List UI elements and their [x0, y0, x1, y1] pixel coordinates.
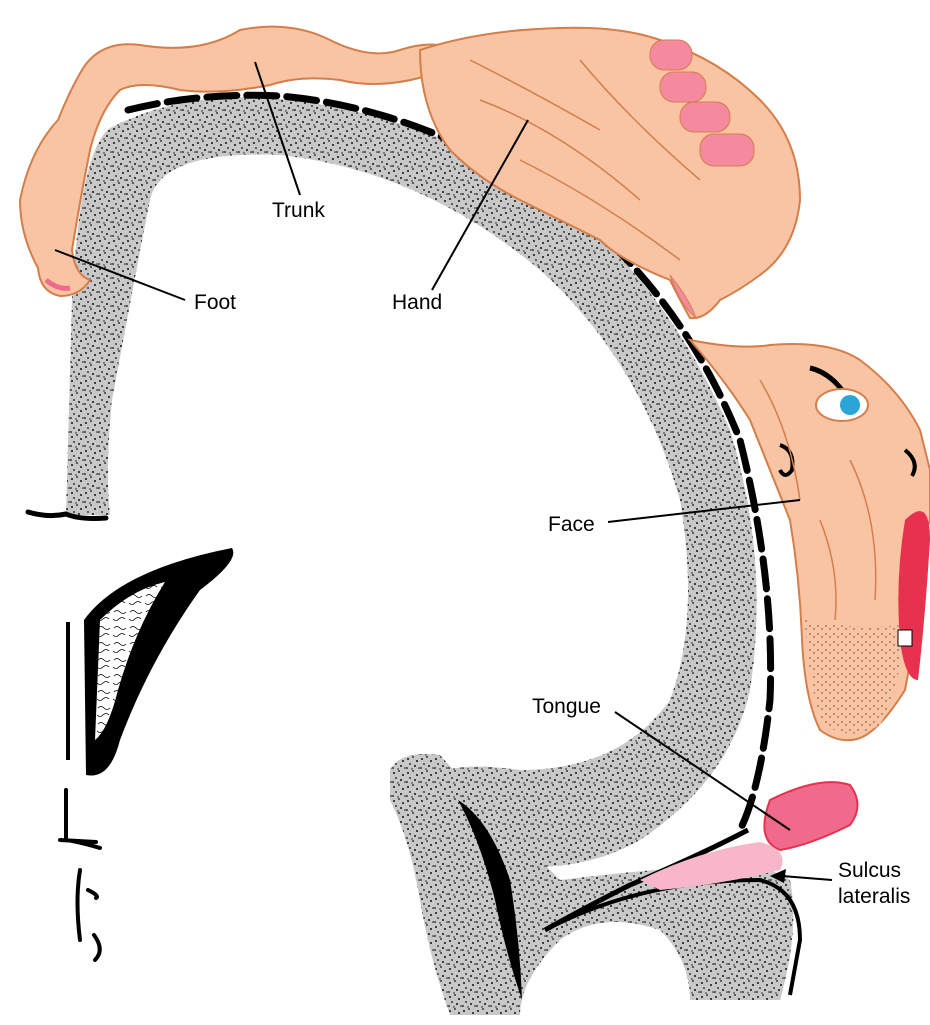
- tooth: [898, 630, 912, 646]
- label-face: Face: [548, 514, 595, 535]
- label-sulcus-line2: lateralis: [838, 884, 910, 910]
- fingernail-4: [700, 134, 754, 166]
- label-hand: Hand: [392, 292, 442, 313]
- tongue-shape: [764, 782, 857, 850]
- iris: [840, 395, 860, 415]
- label-trunk: Trunk: [272, 200, 325, 221]
- curl-mark: [78, 870, 100, 960]
- label-sulcus-lateralis: Sulcus lateralis: [838, 858, 910, 910]
- label-foot: Foot: [194, 292, 236, 313]
- mouth: [898, 511, 930, 680]
- lower-mark: [60, 790, 100, 848]
- fingernail-1: [650, 40, 692, 70]
- label-tongue: Tongue: [532, 696, 601, 717]
- fingernail-2: [660, 72, 706, 102]
- sulcus-arrow-line: [782, 876, 832, 880]
- label-sulcus-line1: Sulcus: [838, 858, 910, 884]
- fingernail-3: [680, 102, 730, 132]
